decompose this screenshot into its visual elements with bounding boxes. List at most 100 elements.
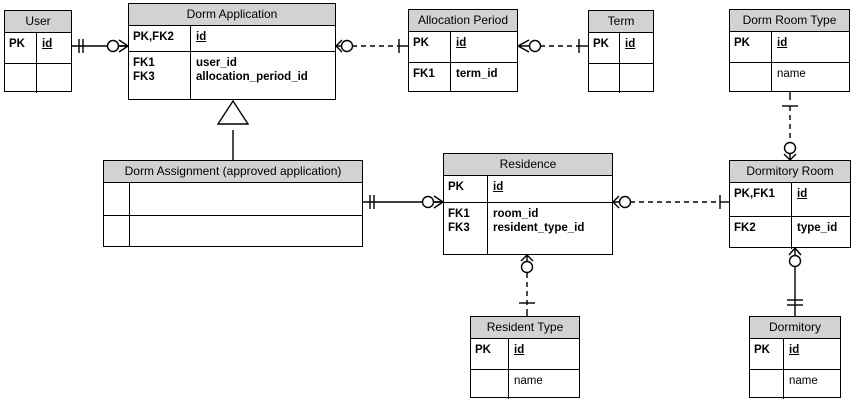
entity-keycol-term-0: PK	[589, 33, 620, 63]
key-label	[108, 187, 126, 201]
entity-attrcol-resident-type-0: id	[509, 339, 579, 369]
attribute-label	[135, 187, 359, 201]
primary-key-attribute: id	[196, 31, 207, 43]
entity-section-user-0: PK id	[5, 33, 71, 63]
relationship-user-dorm-application[interactable]	[72, 39, 129, 53]
entity-keycol-resident-type-0: PK	[471, 339, 509, 369]
key-label: FK3	[133, 71, 155, 83]
entity-section-dorm-room-type-1: name	[730, 62, 849, 92]
entity-keycol-dormitory-room-0: PK,FK1	[730, 183, 792, 216]
key-label: PK	[593, 38, 609, 50]
attribute-label	[135, 220, 359, 234]
key-label	[734, 67, 768, 81]
entity-attrcol-term-0: id	[620, 33, 653, 63]
key-label: PK	[754, 344, 770, 356]
entity-attrcol-allocation-period-1: term_id	[451, 63, 517, 92]
relationship-residence-dormitory-room[interactable]	[612, 195, 729, 209]
attribute-label: user_id	[196, 57, 237, 69]
entity-keycol-dorm-room-type-0: PK	[730, 32, 772, 62]
entity-attrcol-residence-0: id	[488, 176, 612, 202]
attribute-label	[625, 68, 650, 82]
primary-key-attribute: id	[42, 38, 53, 50]
entity-attrcol-dormitory-0: id	[784, 339, 840, 369]
entity-keycol-residence-0: PK	[444, 176, 488, 202]
key-label	[754, 374, 780, 388]
entity-title-dorm-room-type: Dorm Room Type	[730, 10, 849, 32]
entity-dorm-assignment[interactable]: Dorm Assignment (approved application)	[103, 160, 363, 247]
entity-attrcol-dormitory-room-0: id	[792, 183, 850, 216]
entity-section-dorm-assignment-0	[104, 183, 362, 215]
key-label	[475, 374, 505, 388]
relationship-dorm-assignment-residence[interactable]	[363, 195, 444, 209]
entity-title-term: Term	[589, 11, 653, 33]
entity-attrcol-dorm-application-0: id	[191, 26, 335, 51]
entity-attrcol-dormitory-1: name	[784, 370, 840, 399]
entity-keycol-term-1	[589, 64, 620, 93]
entity-attrcol-dorm-assignment-1	[130, 216, 362, 247]
entity-keycol-dorm-assignment-1	[104, 216, 130, 247]
key-label: FK1	[133, 57, 155, 69]
entity-section-dormitory-room-0: PK,FK1 id	[730, 183, 850, 216]
entity-attrcol-user-1	[37, 64, 71, 93]
relationship-dorm-application-allocation-period[interactable]	[335, 39, 408, 53]
key-label	[108, 220, 126, 234]
relationship-dormitory-room-dormitory[interactable]	[787, 247, 803, 316]
relationship-allocation-period-term[interactable]	[517, 39, 588, 53]
entity-attrcol-dorm-assignment-0	[130, 183, 362, 215]
entity-title-dorm-assignment: Dorm Assignment (approved application)	[104, 161, 362, 183]
entity-title-dormitory: Dormitory	[750, 317, 840, 339]
primary-key-attribute: id	[797, 188, 808, 200]
primary-key-attribute: id	[777, 37, 788, 49]
entity-keycol-dormitory-0: PK	[750, 339, 784, 369]
attribute-label: name	[514, 375, 543, 387]
entity-title-allocation-period: Allocation Period	[409, 10, 517, 32]
primary-key-attribute: id	[625, 38, 636, 50]
relationship-dorm-room-type-dormitory-room[interactable]	[782, 92, 798, 161]
entity-section-dorm-room-type-0: PK id	[730, 32, 849, 62]
primary-key-attribute: id	[514, 344, 525, 356]
key-label: PK,FK1	[734, 188, 775, 200]
entity-keycol-dorm-application-0: PK,FK2	[129, 26, 191, 51]
entity-section-dormitory-room-1: FK2 type_id	[730, 216, 850, 249]
attribute-label: name	[777, 68, 806, 80]
key-label	[9, 68, 33, 82]
key-label: PK	[413, 37, 429, 49]
entity-attrcol-allocation-period-0: id	[451, 32, 517, 62]
attribute-label: resident_type_id	[493, 222, 585, 234]
primary-key-attribute: id	[456, 37, 467, 49]
key-label: PK	[475, 344, 491, 356]
entity-attrcol-resident-type-1: name	[509, 370, 579, 399]
entity-section-resident-type-1: name	[471, 369, 579, 399]
key-label: PK,FK2	[133, 31, 174, 43]
key-label: FK2	[734, 222, 756, 234]
entity-section-resident-type-0: PK id	[471, 339, 579, 369]
entity-title-dorm-application: Dorm Application	[129, 4, 335, 26]
entity-keycol-dormitory-room-1: FK2	[730, 217, 792, 249]
entity-title-residence: Residence	[444, 154, 612, 176]
entity-attrcol-dorm-application-1: user_id allocation_period_id	[191, 52, 335, 100]
entity-keycol-allocation-period-0: PK	[409, 32, 451, 62]
attribute-label: term_id	[456, 68, 498, 80]
entity-section-dormitory-0: PK id	[750, 339, 840, 369]
entity-title-resident-type: Resident Type	[471, 317, 579, 339]
attribute-label: type_id	[797, 222, 838, 234]
relationship-residence-resident-type[interactable]	[519, 254, 535, 316]
entity-section-dorm-application-0: PK,FK2 id	[129, 26, 335, 51]
key-label	[593, 68, 616, 82]
key-label: PK	[9, 38, 25, 50]
relationship-dorm-application-dorm-assignment[interactable]	[216, 99, 250, 160]
key-label: PK	[734, 37, 750, 49]
attribute-label: allocation_period_id	[196, 71, 308, 83]
